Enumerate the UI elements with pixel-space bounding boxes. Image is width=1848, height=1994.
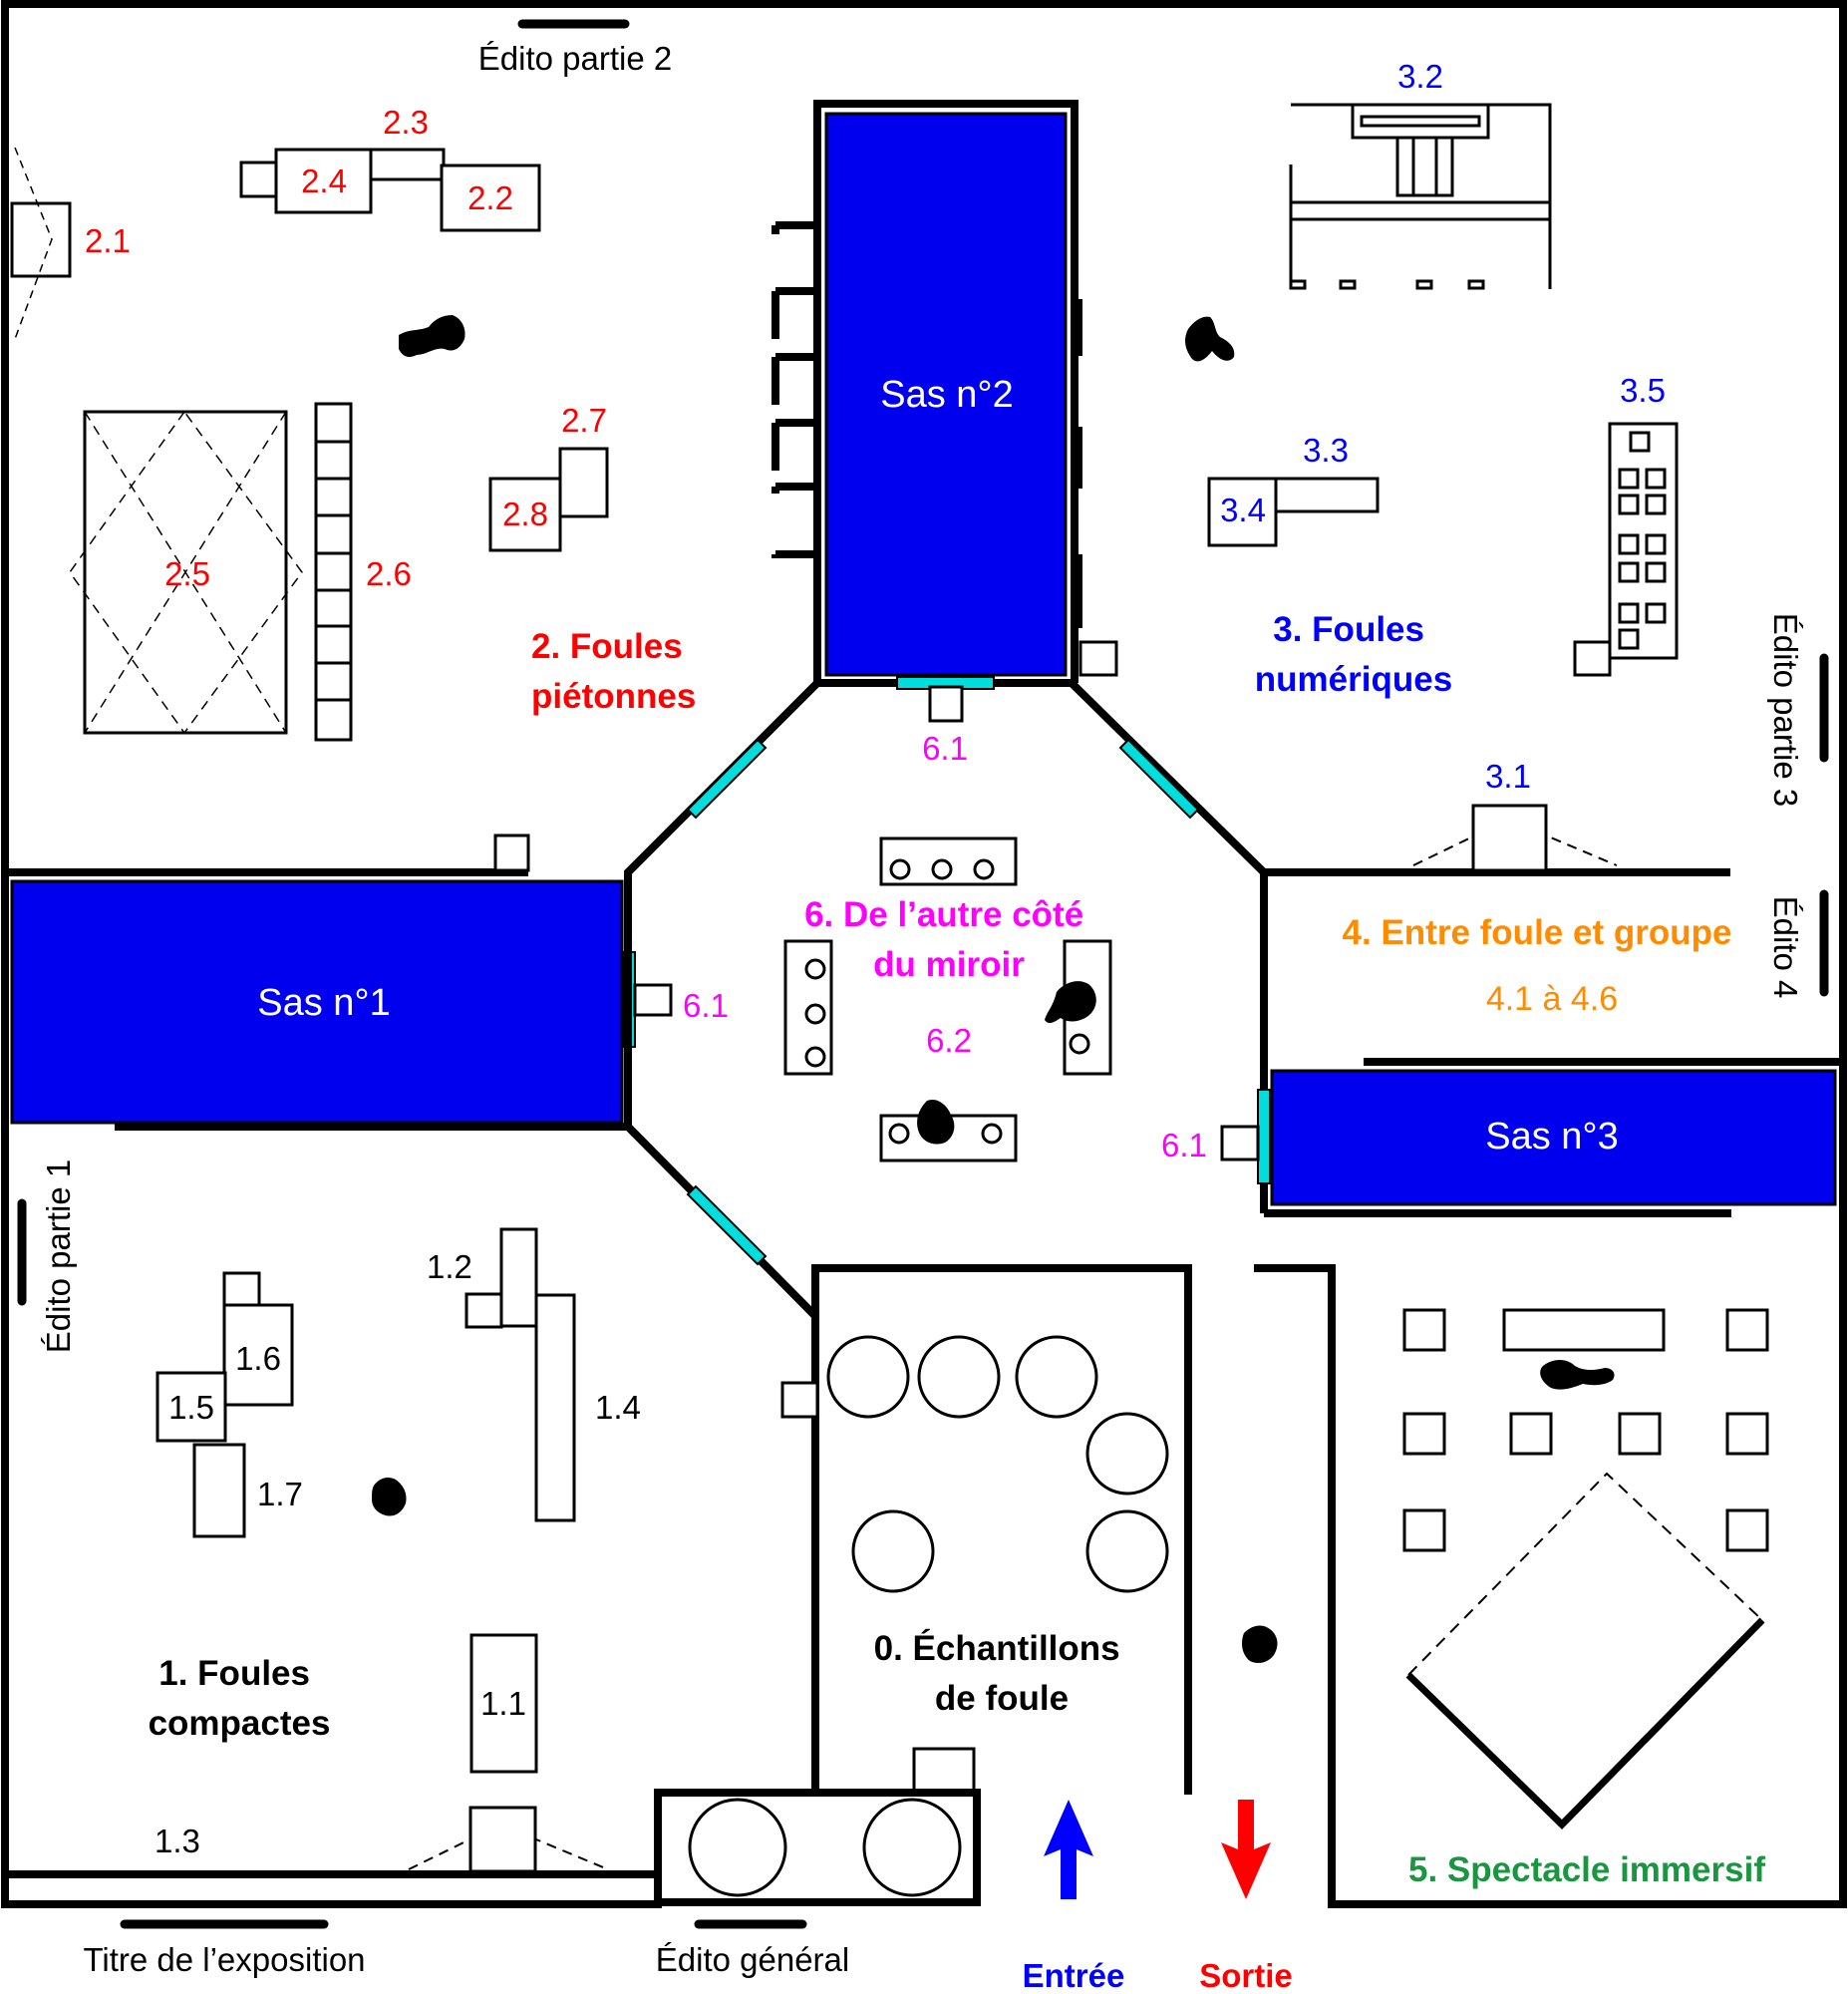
visitor-icon xyxy=(399,315,465,357)
exhibit-2-5-label: 2.5 xyxy=(164,555,210,592)
exhibit-6-1-label-top: 6.1 xyxy=(922,730,968,767)
visitor-silhouettes xyxy=(372,315,1615,1663)
flow-arrows xyxy=(1044,1800,1271,1899)
exhibit-6-2-label: 6.2 xyxy=(926,1022,972,1059)
exhibit-1-4-label: 1.4 xyxy=(595,1389,641,1426)
visitor-icon xyxy=(1045,981,1096,1024)
exhibit-2-1-markings xyxy=(14,147,53,340)
zone-3-exhibit-labels: 3.1 3.2 3.3 3.4 3.5 xyxy=(1220,58,1666,795)
zone-5-title: 5. Spectacle immersif xyxy=(1408,1850,1765,1889)
edito-general-label: Édito général xyxy=(656,1941,849,1978)
visitor-icon xyxy=(1185,316,1235,362)
sas-3-label: Sas n°3 xyxy=(1485,1116,1619,1158)
exhibit-1-3-label: 1.3 xyxy=(154,1823,200,1859)
zone-6-exhibit-labels: 6.1 6.1 6.1 6.2 xyxy=(683,730,1207,1163)
zone-0-title: 0. Échantillons de foule xyxy=(874,1628,1130,1718)
zone-5-stage xyxy=(1405,1472,1765,1829)
sas-2-label: Sas n°2 xyxy=(880,374,1014,416)
exhibit-1-2-label: 1.2 xyxy=(427,1248,472,1285)
sas-1: Sas n°1 xyxy=(5,833,673,1131)
exhibit-1-3-bay xyxy=(408,1806,609,1873)
edito-labels: Édito partie 2 Édito partie 1 Édito part… xyxy=(40,40,1804,1978)
zone-2-title: 2. Foules piétonnes xyxy=(531,627,696,716)
exhibit-1-1-label: 1.1 xyxy=(480,1685,526,1722)
exhibit-6-1-label-left: 6.1 xyxy=(683,987,729,1024)
zone-6-title: 6. De l’autre côté du miroir xyxy=(804,895,1093,984)
exhibit-2-6-shelves xyxy=(316,440,351,702)
sas-1-label: Sas n°1 xyxy=(257,982,391,1024)
edito-partie-3-label: Édito partie 3 xyxy=(1767,613,1804,807)
edito-partie-2-label: Édito partie 2 xyxy=(478,40,672,77)
visitor-icon xyxy=(1540,1360,1615,1390)
exhibit-6-1-label-right: 6.1 xyxy=(1161,1127,1207,1163)
zone-3-title: 3. Foules numériques xyxy=(1255,610,1452,699)
exhibit-1-5-label: 1.5 xyxy=(168,1389,214,1426)
exhibit-3-3-label: 3.3 xyxy=(1303,432,1349,469)
edito-partie-1-label: Édito partie 1 xyxy=(40,1160,77,1353)
exhibit-2-3-label: 2.3 xyxy=(383,104,429,141)
exhibit-2-4-label: 2.4 xyxy=(301,163,347,199)
exhibit-3-5-label: 3.5 xyxy=(1620,372,1666,409)
zone-2-exhibit-labels: 2.1 2.2 2.3 2.4 2.5 2.6 2.7 2.8 xyxy=(85,104,607,592)
zone-1-furniture xyxy=(155,1227,576,1774)
zone-titles: 0. Échantillons de foule 1. Foules compa… xyxy=(149,610,1766,1889)
entree-arrow-icon xyxy=(1044,1800,1093,1899)
exhibit-2-6-label: 2.6 xyxy=(366,555,412,592)
visitor-icon xyxy=(917,1099,955,1145)
titre-exposition-label: Titre de l’exposition xyxy=(83,1941,365,1978)
exhibit-3-1-label: 3.1 xyxy=(1485,758,1531,795)
exhibit-2-1-label: 2.1 xyxy=(85,222,131,259)
exhibit-1-7-label: 1.7 xyxy=(257,1476,303,1512)
zone-1-title: 1. Foules compactes xyxy=(149,1654,331,1743)
exhibit-3-1-bay xyxy=(1412,804,1618,872)
zone-5-furniture xyxy=(1402,1308,1769,1552)
sas-3: Sas n°3 xyxy=(1220,868,1843,1217)
zone-1-exhibit-labels: 1.1 1.2 1.3 1.4 1.5 1.6 1.7 xyxy=(154,1248,641,1859)
visitor-icon xyxy=(1242,1625,1278,1663)
edito-panels xyxy=(17,19,1829,1929)
sortie-arrow-icon xyxy=(1221,1800,1271,1899)
edito-4-label: Édito 4 xyxy=(1767,896,1804,999)
exhibit-2-7-label: 2.7 xyxy=(561,402,607,439)
exhibit-2-2-label: 2.2 xyxy=(467,179,513,216)
exhibit-2-5-markings xyxy=(69,411,303,735)
glass-panels xyxy=(686,676,1200,1266)
zone-4-range: 4.1 à 4.6 xyxy=(1486,980,1618,1018)
zone-0-room xyxy=(654,1264,1332,1906)
sas-2: Sas n°2 xyxy=(771,100,1118,723)
exhibit-3-2-label: 3.2 xyxy=(1397,58,1443,95)
visitor-icon xyxy=(372,1478,407,1516)
sortie-label: Sortie xyxy=(1199,1957,1293,1994)
zone-3-furniture xyxy=(1207,103,1679,677)
exhibit-2-8-label: 2.8 xyxy=(502,496,548,532)
exhibit-3-4-label: 3.4 xyxy=(1220,492,1266,528)
exhibit-1-6-label: 1.6 xyxy=(235,1340,281,1377)
entree-label: Entrée xyxy=(1023,1957,1125,1994)
zone-4-title: 4. Entre foule et groupe xyxy=(1343,913,1732,952)
